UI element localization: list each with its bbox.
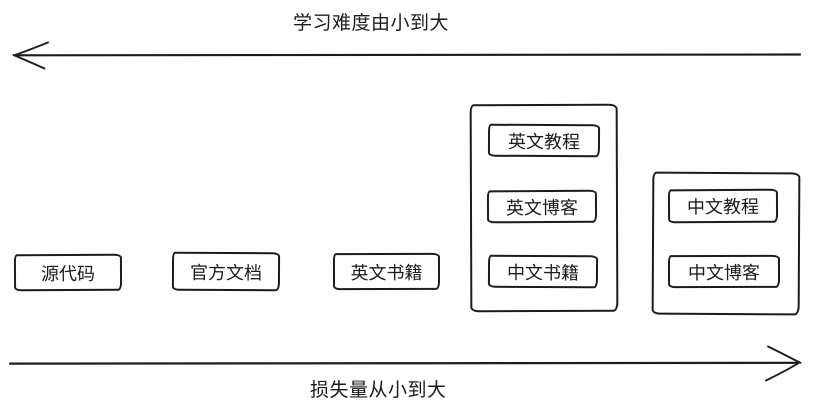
box-official-docs: 官方文档 — [171, 251, 281, 292]
box-chinese-books: 中文书籍 — [487, 254, 599, 289]
box-source-code-label: 源代码 — [40, 263, 96, 285]
box-english-blogs: 英文博客 — [486, 189, 598, 224]
box-chinese-tutorials-label: 中文教程 — [686, 196, 760, 219]
box-chinese-tutorials: 中文教程 — [667, 188, 779, 224]
box-english-tutorials-label: 英文教程 — [507, 131, 581, 153]
difficulty-arrow-left — [12, 41, 802, 70]
box-official-docs-label: 官方文档 — [189, 262, 263, 284]
box-chinese-blogs-label: 中文博客 — [687, 262, 761, 284]
box-english-books-label: 英文书籍 — [350, 262, 423, 284]
box-english-blogs-label: 英文博客 — [505, 197, 579, 219]
box-chinese-books-label: 中文书籍 — [506, 262, 580, 284]
box-source-code: 源代码 — [13, 253, 123, 292]
box-english-books: 英文书籍 — [332, 252, 441, 291]
box-english-tutorials: 英文教程 — [487, 123, 601, 158]
difficulty-axis-label: 学习难度由小到大 — [293, 12, 450, 34]
box-chinese-blogs: 中文博客 — [667, 254, 781, 289]
loss-axis-label: 损失量从小到大 — [310, 379, 447, 401]
